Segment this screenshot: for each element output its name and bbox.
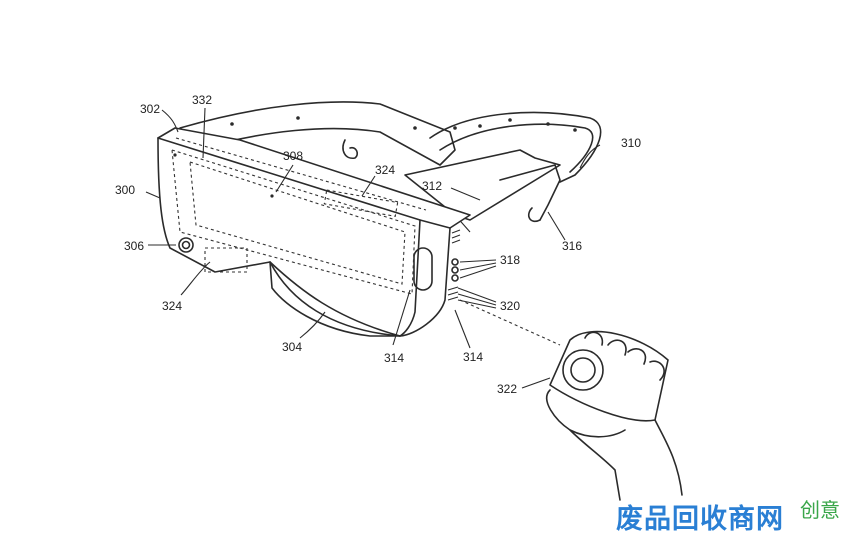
label-310: 310 [621,136,641,150]
side-button [413,247,433,291]
goggle-housing [157,127,471,337]
label-306: 306 [124,239,144,253]
label-322: 322 [497,382,517,396]
label-332: 332 [192,93,212,107]
signal-path [459,299,561,346]
hand-controller [546,330,683,501]
leader-lines [145,107,601,389]
label-316: 316 [562,239,582,253]
label-318: 318 [500,253,520,267]
label-324-bottom: 324 [162,299,182,313]
label-312: 312 [422,179,442,193]
label-302: 302 [140,102,160,116]
label-314-side: 314 [463,350,483,364]
internal-components [171,137,427,295]
label-308: 308 [283,149,303,163]
label-324-top: 324 [375,163,395,177]
reference-labels: 302 332 308 324 312 310 300 306 324 316 … [115,93,641,396]
watermark-main: 废品回收商网 [616,504,784,535]
label-320: 320 [500,299,520,313]
label-300: 300 [115,183,135,197]
front-button [178,237,194,253]
label-314-front: 314 [384,351,404,365]
label-304: 304 [282,340,302,354]
watermark-sub: 创意 [800,498,840,522]
side-controls [447,229,461,301]
head-strap [179,101,602,223]
